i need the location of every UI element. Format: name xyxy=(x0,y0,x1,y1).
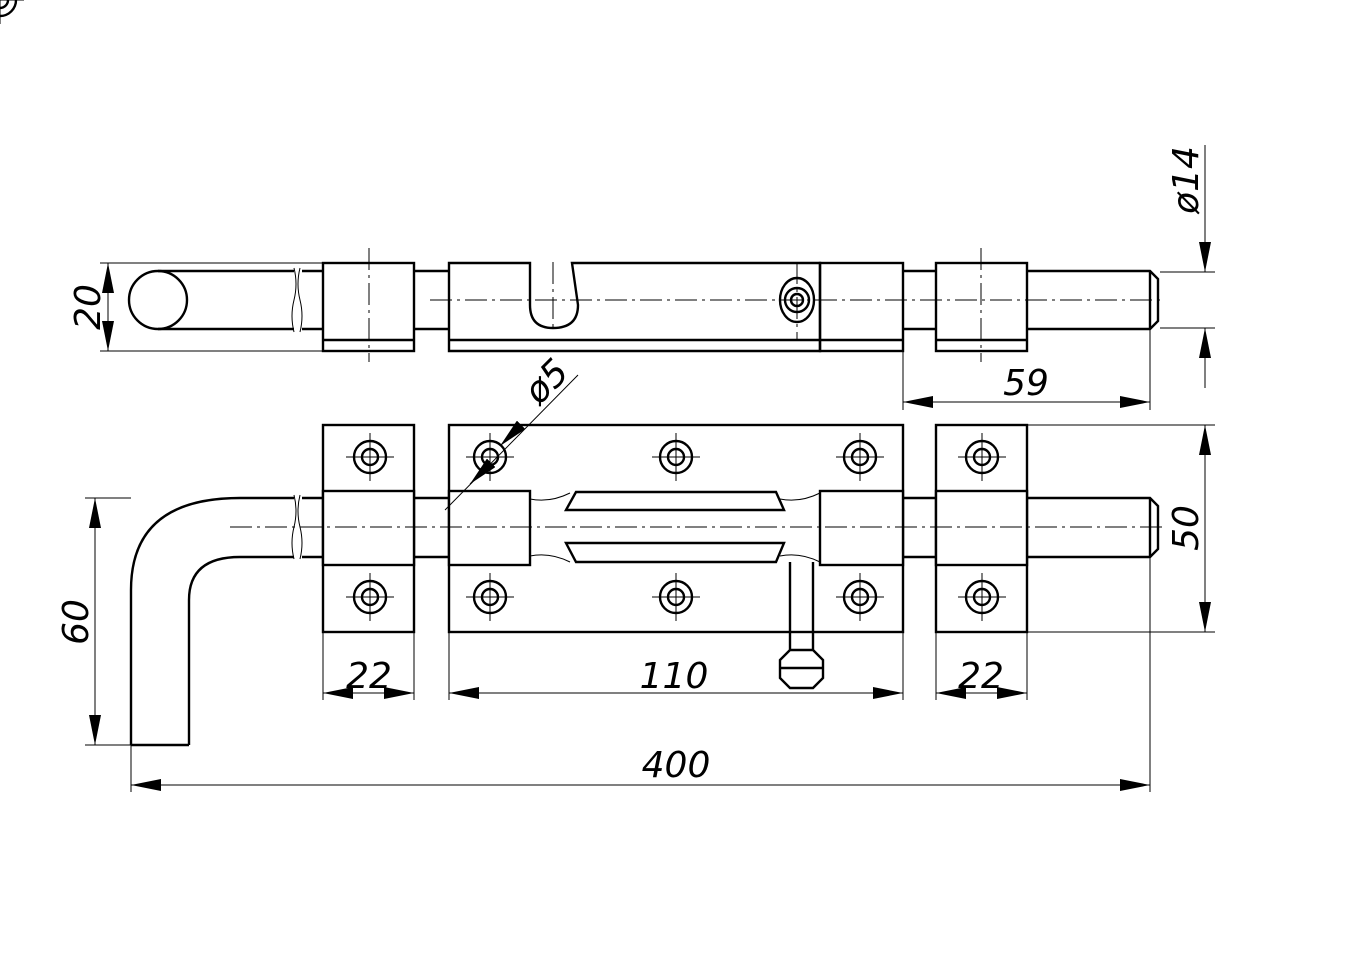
rod-mid xyxy=(414,269,449,331)
break-line xyxy=(291,267,303,333)
top-main-guide xyxy=(818,261,905,353)
dim-59: 59 xyxy=(1003,363,1049,404)
dim-20: 20 xyxy=(68,284,109,330)
lever-knob xyxy=(778,562,825,690)
dim-22-left: 22 xyxy=(346,656,392,697)
front-view xyxy=(0,0,1165,747)
rod-left xyxy=(158,269,323,331)
slot xyxy=(563,490,786,564)
knob-outline xyxy=(778,276,816,324)
dim-d5: ø5 xyxy=(516,351,577,412)
dim-22-right: 22 xyxy=(958,656,1004,697)
handle xyxy=(129,496,323,747)
dim-400: 400 xyxy=(642,745,711,786)
top-main-body xyxy=(447,261,822,353)
dim-d14: ø14 xyxy=(1166,146,1207,215)
dimensions: 20 ø14 59 ø5 50 60 22 110 22 400 xyxy=(56,145,1215,792)
handle-end-circle xyxy=(127,269,189,331)
top-view xyxy=(127,248,1165,362)
dim-110: 110 xyxy=(640,656,709,697)
dim-50: 50 xyxy=(1166,505,1207,551)
dim-60: 60 xyxy=(56,599,97,645)
